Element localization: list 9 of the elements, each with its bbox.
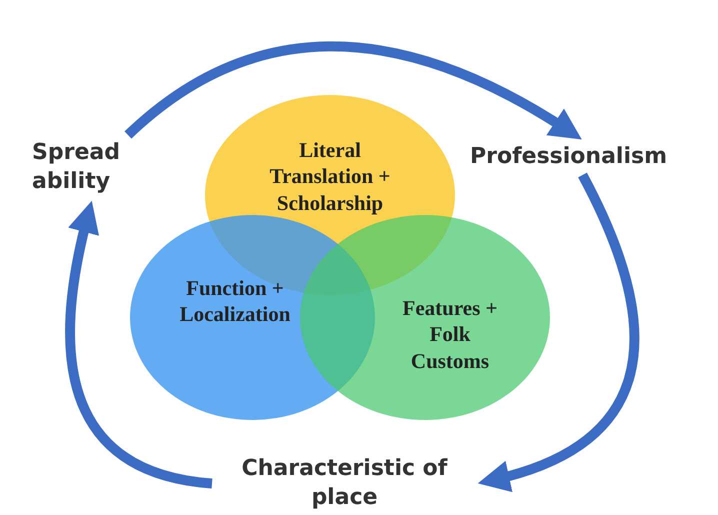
cycle-label: Spread ability (32, 138, 121, 196)
cycle-label: Professionalism (470, 143, 668, 172)
curved-arrow (478, 172, 639, 492)
circle-label: Function + Localization (178, 275, 292, 328)
curved-arrow (124, 42, 582, 140)
curved-arrow (65, 200, 213, 488)
circle-label: Features + Folk Customs (402, 295, 498, 374)
circle-label: Literal Translation + Scholarship (268, 137, 392, 216)
cycle-label: Characteristic of place (240, 454, 448, 512)
